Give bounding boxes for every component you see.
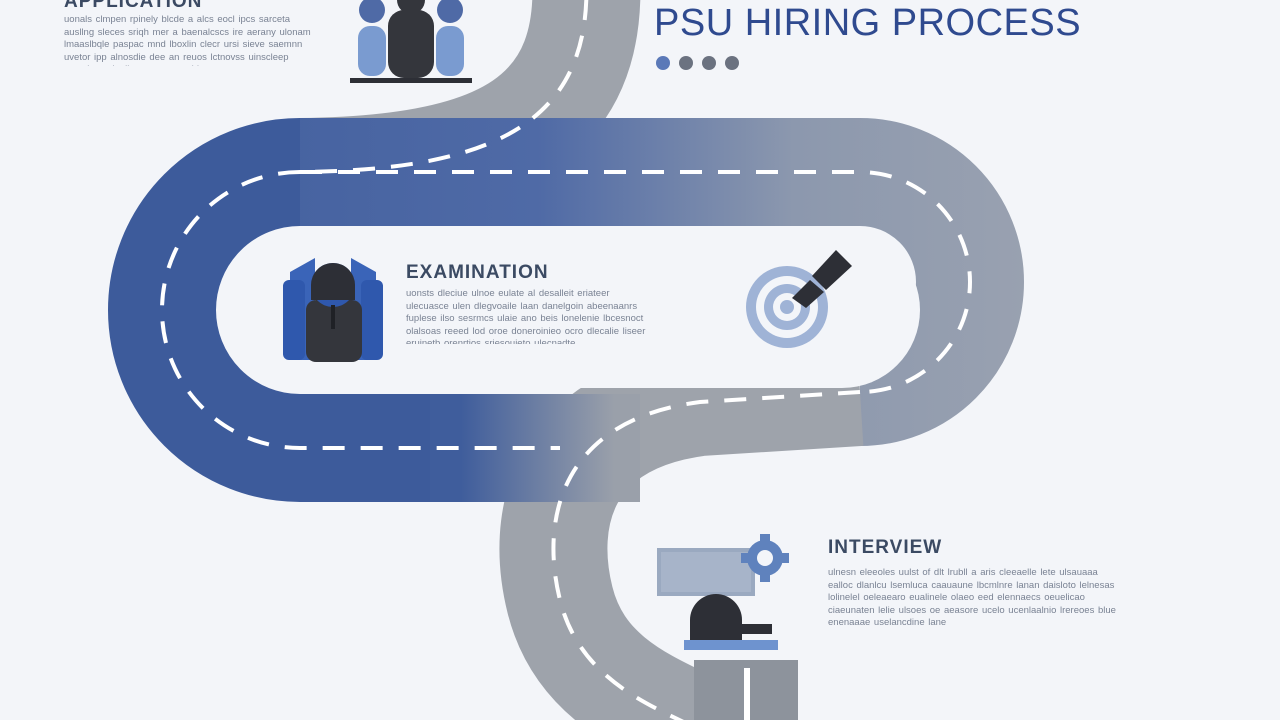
step-text-examination: uonsts dleciue ulnoe eulate al desalleit… bbox=[406, 288, 646, 344]
progress-dot bbox=[725, 56, 739, 70]
step-text-interview: ulnesn eleeoles uulst of dlt lrubll a ar… bbox=[828, 567, 1116, 628]
step-title-examination: EXAMINATION bbox=[406, 262, 549, 283]
interview-desk-icon bbox=[657, 534, 798, 720]
candidate-icon bbox=[283, 258, 383, 362]
page-title: PSU HIRING PROCESS bbox=[654, 2, 1082, 44]
loop-inner-panel bbox=[222, 232, 920, 388]
lane-main bbox=[300, 170, 972, 394]
progress-dots bbox=[656, 56, 739, 70]
step-title-interview: INTERVIEW bbox=[828, 537, 943, 558]
step-title-application: APPLICATION bbox=[64, 0, 203, 12]
road-left-loop bbox=[108, 118, 520, 502]
lane-top bbox=[299, 0, 589, 174]
lane-lower bbox=[551, 390, 861, 720]
progress-dot bbox=[702, 56, 716, 70]
progress-dot bbox=[679, 56, 693, 70]
step-text-application: uonals clmpen rpinely blcde a alcs eocl … bbox=[64, 14, 311, 66]
people-group-icon bbox=[350, 0, 472, 83]
progress-dot bbox=[656, 56, 670, 70]
target-icon bbox=[746, 250, 852, 348]
